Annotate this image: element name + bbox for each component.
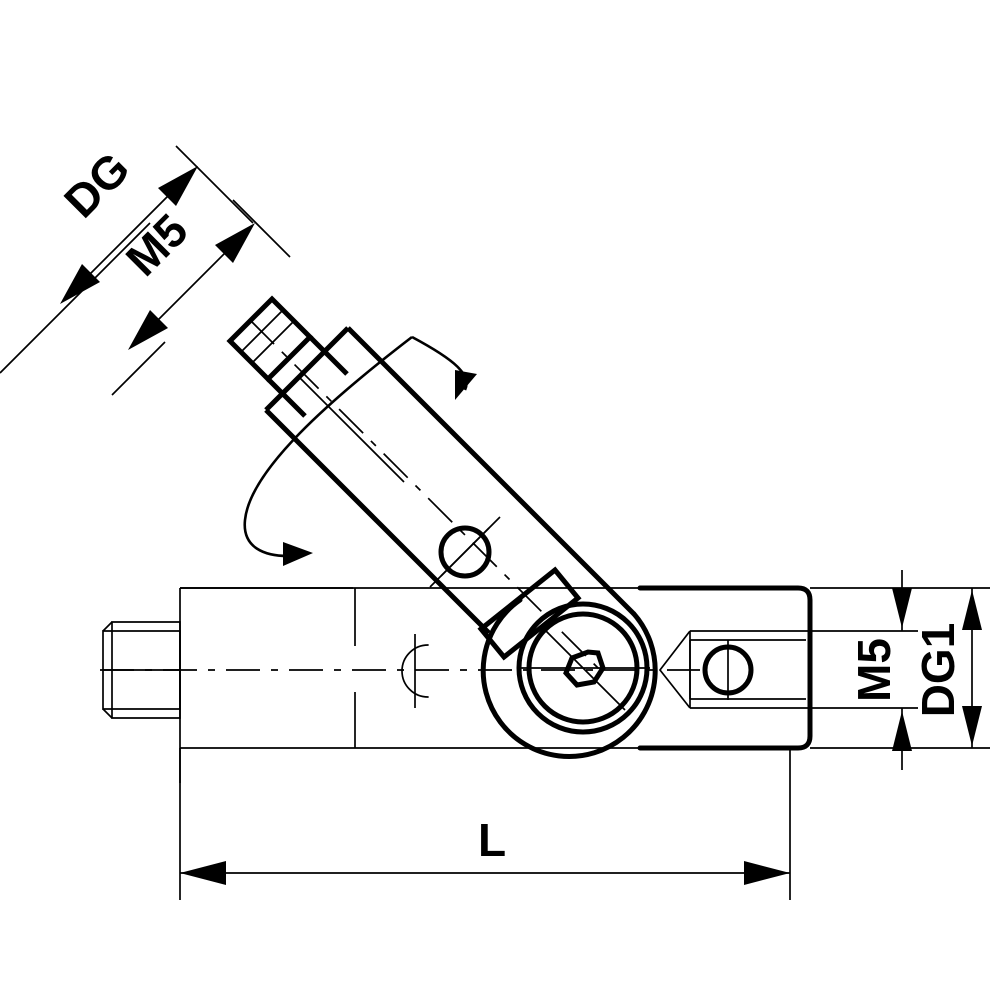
- dimension-label-m5-top: M5: [116, 204, 198, 286]
- rotation-arc-main: [243, 335, 413, 558]
- arm-fork-slot: [477, 566, 582, 661]
- crossed-circle-mark: [429, 516, 501, 588]
- dimension-label-l: L: [478, 814, 506, 866]
- right-block-outline: [637, 585, 813, 751]
- dimension-label-m5-right: M5: [848, 638, 900, 702]
- crossed-circle-extension: [429, 516, 501, 588]
- dimension-l: L: [179, 748, 791, 900]
- dg1-arrowhead-bottom: [962, 706, 982, 746]
- hex-socket: [563, 649, 606, 688]
- arm-head-end-edge: [264, 326, 350, 412]
- dg-arrowhead-lower: [60, 264, 100, 304]
- m5-top-ext-upper: [232, 199, 291, 258]
- pivot-diag-center-a: [544, 629, 626, 711]
- dimension-m5-top: M5: [111, 199, 291, 396]
- left-body-group: [100, 587, 700, 783]
- arm-head-boundary-thin: [298, 376, 405, 483]
- arm-fork-round-end: [480, 597, 658, 759]
- m5-top-ext-lower: [111, 341, 166, 396]
- drill-point-cone: [658, 630, 691, 709]
- dimension-m5-right: M5: [806, 570, 918, 770]
- rotation-arrowhead-bottom: [283, 542, 313, 566]
- tapped-hole-m5: [658, 630, 806, 709]
- arm-threaded-stud: [226, 295, 349, 418]
- dg-arrowhead-upper: [158, 166, 198, 206]
- arm-lower-long-edge: [264, 408, 491, 635]
- l-arrowhead-left: [180, 861, 226, 885]
- swivel-arm-group: [226, 295, 658, 759]
- arm-stud-shoulder: [266, 335, 349, 418]
- pivot-joint-group: [516, 601, 650, 735]
- arm-upper-edge: [346, 326, 636, 616]
- arm-centerline: [249, 319, 601, 671]
- dimension-label-dg: DG: [54, 142, 140, 228]
- dimension-label-dg1: DG1: [912, 623, 964, 718]
- dg-ext-upper: [175, 145, 254, 224]
- m5-top-arrowhead-upper: [215, 223, 255, 263]
- left-body-bore-arc: [401, 644, 429, 698]
- left-stud-chamfer: [102, 621, 113, 719]
- l-arrowhead-right: [744, 861, 790, 885]
- dimension-dg1: DG1: [810, 587, 990, 749]
- dg-ext-line-a: [0, 222, 151, 374]
- m5-right-arrowhead-top: [892, 588, 912, 628]
- m5-top-arrowhead-lower: [128, 310, 168, 350]
- m5-right-arrowhead-bottom: [892, 711, 912, 751]
- left-body-left-edge: [179, 587, 353, 783]
- rotation-arrowhead-top: [455, 370, 477, 400]
- rotation-arrow: [243, 335, 477, 566]
- crossed-circle-outline: [438, 525, 492, 579]
- dg1-arrowhead-top: [962, 590, 982, 630]
- right-block-group: [637, 585, 813, 751]
